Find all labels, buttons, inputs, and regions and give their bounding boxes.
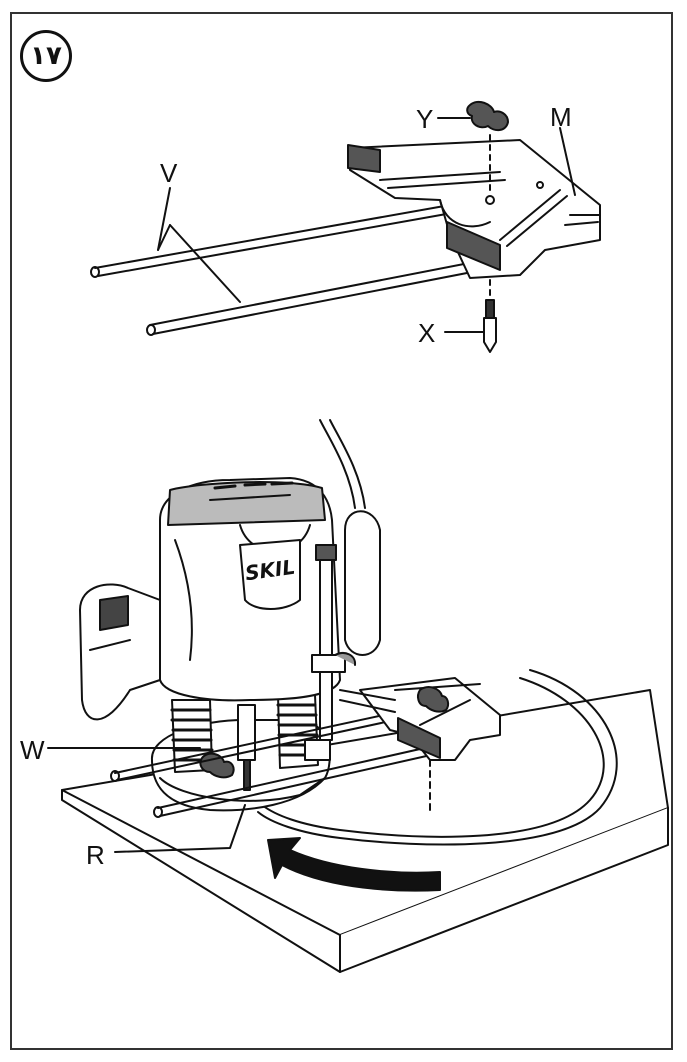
wing-nut-y [466, 101, 509, 196]
figure-number-badge: ١٧ [20, 30, 72, 82]
router-guide-rods [110, 704, 463, 818]
workpiece-board [61, 689, 669, 973]
guide-rods-v [90, 204, 504, 336]
guide-plate-m [347, 139, 601, 279]
circle-guide-arc [257, 669, 618, 846]
label-m: M [550, 102, 572, 132]
label-w: W [20, 735, 45, 765]
label-y: Y [416, 104, 434, 134]
centering-pin-x [483, 279, 497, 353]
direction-arrow [267, 837, 441, 892]
label-v: V [160, 158, 178, 188]
label-r: R [86, 840, 105, 870]
router-guide-plate [339, 677, 501, 811]
figure-frame [10, 12, 673, 1050]
figure-number: ١٧ [30, 41, 62, 71]
label-x: X [418, 318, 436, 348]
router-body [79, 419, 381, 812]
